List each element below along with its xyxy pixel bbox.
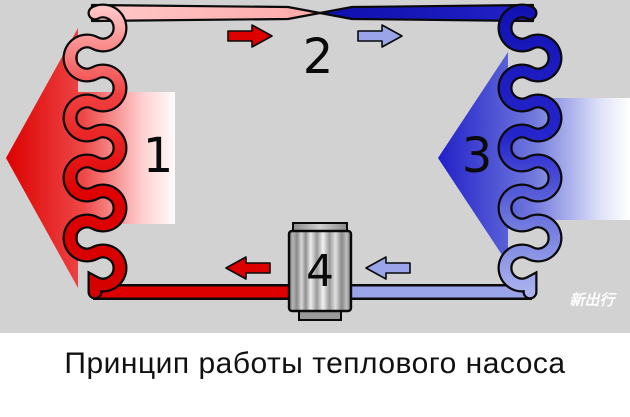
label-expansion-valve: 2 xyxy=(303,29,334,85)
caption-title: Принцип работы теплового насоса xyxy=(64,347,566,380)
label-compressor: 4 xyxy=(306,246,334,297)
top-pipe-hot xyxy=(90,3,322,23)
flow-arrow-hot-bottom-icon xyxy=(225,256,271,280)
flow-arrow-hot-top-icon xyxy=(227,24,273,48)
flow-arrow-cold-top-icon xyxy=(357,24,403,48)
label-evaporator: 3 xyxy=(462,128,493,184)
diagram-canvas: 1 2 3 4 新出行 xyxy=(0,0,630,333)
evaporator-coil xyxy=(497,3,563,300)
label-condenser: 1 xyxy=(143,128,174,184)
watermark-text: 新出行 xyxy=(569,291,617,309)
flow-arrow-cold-bottom-icon xyxy=(365,256,411,280)
condenser-coil xyxy=(62,3,128,300)
compressor xyxy=(287,222,353,321)
